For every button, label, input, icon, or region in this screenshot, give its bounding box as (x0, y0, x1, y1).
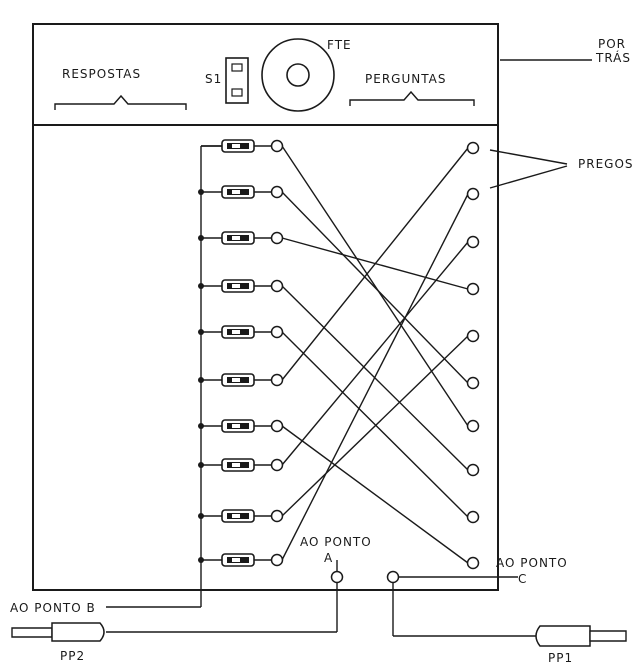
answer-row (198, 373, 284, 387)
label-tras: TRÁS (595, 50, 631, 65)
label-respostas: RESPOSTAS (62, 67, 141, 81)
label-por: POR (598, 37, 626, 51)
answer-nail (270, 373, 284, 387)
diode (221, 231, 255, 245)
diode (221, 553, 255, 567)
diode (221, 139, 255, 153)
label-ao-ponto-a-1: AO PONTO (300, 535, 372, 549)
terminal-c (386, 570, 400, 584)
cross-wire (281, 331, 469, 518)
answer-nail (270, 231, 284, 245)
cross-wire (281, 193, 469, 561)
cross-wire (281, 425, 469, 564)
question-nail (466, 282, 480, 296)
question-nail (466, 329, 480, 343)
question-nail (466, 141, 480, 155)
cross-wire (281, 241, 469, 466)
answer-row (198, 279, 284, 293)
question-nail (466, 463, 480, 477)
diode (221, 419, 255, 433)
terminal-a (330, 570, 344, 584)
answer-row (198, 185, 284, 199)
answer-row (198, 509, 284, 523)
question-nail (466, 510, 480, 524)
diode (221, 325, 255, 339)
answer-nail (270, 509, 284, 523)
board-outline (32, 23, 499, 591)
probe-pp2 (11, 583, 338, 642)
pregos-leader-2 (489, 165, 568, 189)
question-nail (466, 235, 480, 249)
label-ao-ponto-c-1: AO PONTO (496, 556, 568, 570)
answer-nail (270, 325, 284, 339)
cross-wire (281, 145, 469, 427)
diode (221, 458, 255, 472)
label-ao-ponto-c-2: C (518, 572, 527, 586)
label-pp2: PP2 (60, 649, 85, 663)
cross-wire (281, 335, 469, 517)
answer-nail (270, 419, 284, 433)
probe-pp1 (392, 583, 627, 647)
answer-nail (270, 139, 284, 153)
answer-row (201, 139, 284, 153)
answer-nail (270, 553, 284, 567)
answer-nail (270, 185, 284, 199)
switch-s1 (225, 57, 249, 104)
answer-row (198, 325, 284, 339)
answer-row (198, 419, 284, 433)
bracket-respostas (54, 94, 187, 110)
pregos-leader-1 (489, 149, 568, 165)
answer-row (198, 231, 284, 245)
question-nail (466, 376, 480, 390)
cross-wire (281, 191, 469, 384)
question-nail (466, 556, 480, 570)
diode (221, 279, 255, 293)
label-fte: FTE (327, 38, 352, 52)
bracket-perguntas (349, 90, 475, 106)
answer-row (198, 458, 284, 472)
answer-nail (270, 279, 284, 293)
diode (221, 509, 255, 523)
diode (221, 373, 255, 387)
label-s1: S1 (205, 72, 222, 86)
diode (221, 185, 255, 199)
speaker-fte (261, 38, 335, 112)
answer-nail (270, 458, 284, 472)
label-ao-ponto-b: AO PONTO B (10, 601, 96, 615)
label-ao-ponto-a-2: A (324, 551, 333, 565)
answer-row (198, 553, 284, 567)
question-nail (466, 419, 480, 433)
cross-wire (281, 147, 469, 381)
label-pp1: PP1 (548, 651, 573, 665)
question-nail (466, 187, 480, 201)
label-pregos: PREGOS (578, 157, 634, 171)
label-perguntas: PERGUNTAS (365, 72, 446, 86)
